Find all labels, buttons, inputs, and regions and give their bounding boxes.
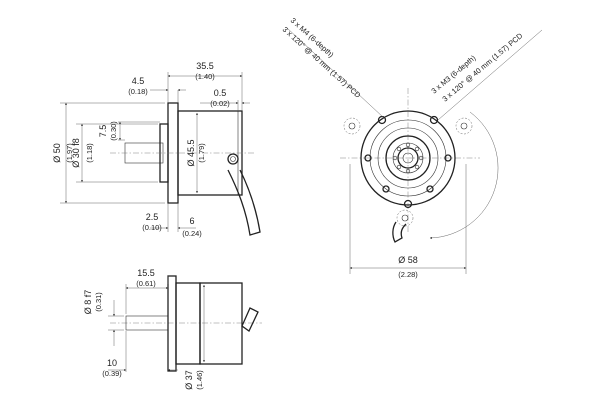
body-step-inch: (0.02) [210, 99, 230, 108]
bottom-flange [167, 275, 177, 372]
shaft-diameter-inch: (0.31) [94, 292, 103, 312]
flange-offset-inch: (0.18) [128, 87, 148, 96]
bottom-body-diameter-label: Ø 37 [184, 370, 194, 390]
spigot-diameter-inch: (1.18) [85, 143, 94, 163]
spigot-height-label: 7.5 [98, 125, 108, 138]
shaft-length-label: 10 [107, 358, 117, 368]
shaft-view: 15.5 (0.61) Ø 8 f7 (0.31) 10 (0.39) Ø 37… [83, 268, 262, 390]
flange-offset-label: 4.5 [132, 76, 145, 86]
bottom-body [199, 282, 243, 365]
side-connector-nut [227, 153, 239, 165]
m4-holes-pcd: 3 x 120° @ 40 mm (1.57) PCD [281, 25, 363, 100]
shaft-offset-inch: (0.61) [136, 279, 156, 288]
body-diameter-label: Ø 45.5 [186, 139, 196, 166]
spigot-height-inch: (0.30) [109, 121, 118, 141]
front-view: 3 x M4 (6-depth) 3 x 120° @ 40 mm (1.57)… [281, 16, 543, 279]
flange-diameter-label: Ø 50 [52, 143, 62, 163]
body-step-label: 0.5 [214, 88, 227, 98]
front-m3-holes [364, 154, 452, 193]
bottom-cable [241, 307, 259, 332]
rotation-arc [429, 111, 499, 239]
shaft-offset-label: 15.5 [137, 268, 155, 278]
shaft-diameter-label: Ø 8 f7 [83, 290, 93, 315]
body-diameter-inch: (1.79) [197, 143, 206, 163]
m3-holes-pcd: 3 x 120° @ 40 mm (1.57) PCD [441, 31, 525, 104]
bottom-body-diameter-inch: (1.46) [195, 370, 204, 390]
front-cable [392, 221, 407, 243]
overall-length-inch: (1.40) [195, 72, 215, 81]
flange-thickness-label: 2.5 [146, 212, 159, 222]
spigot-diameter-label: Ø 30 f8 [71, 138, 81, 168]
front-m4-holes [377, 115, 439, 209]
front-flange [360, 110, 456, 206]
overall-length-label: 35.5 [196, 61, 214, 71]
rear-section-label: 6 [189, 216, 194, 226]
outer-diameter-label: Ø 58 [398, 255, 418, 265]
side-view: 35.5 (1.40) 4.5 (0.18) 0.5 (0.02) Ø 50 (… [52, 61, 261, 238]
shaft-length-inch: (0.39) [102, 369, 122, 378]
flange-diameter-inch: (1.97) [65, 143, 74, 163]
rear-section-inch: (0.24) [182, 229, 202, 238]
outer-diameter-inch: (2.28) [398, 270, 418, 279]
side-cable [227, 169, 261, 236]
flange-thickness-inch: (0.10) [142, 223, 162, 232]
front-shaft [397, 147, 419, 169]
